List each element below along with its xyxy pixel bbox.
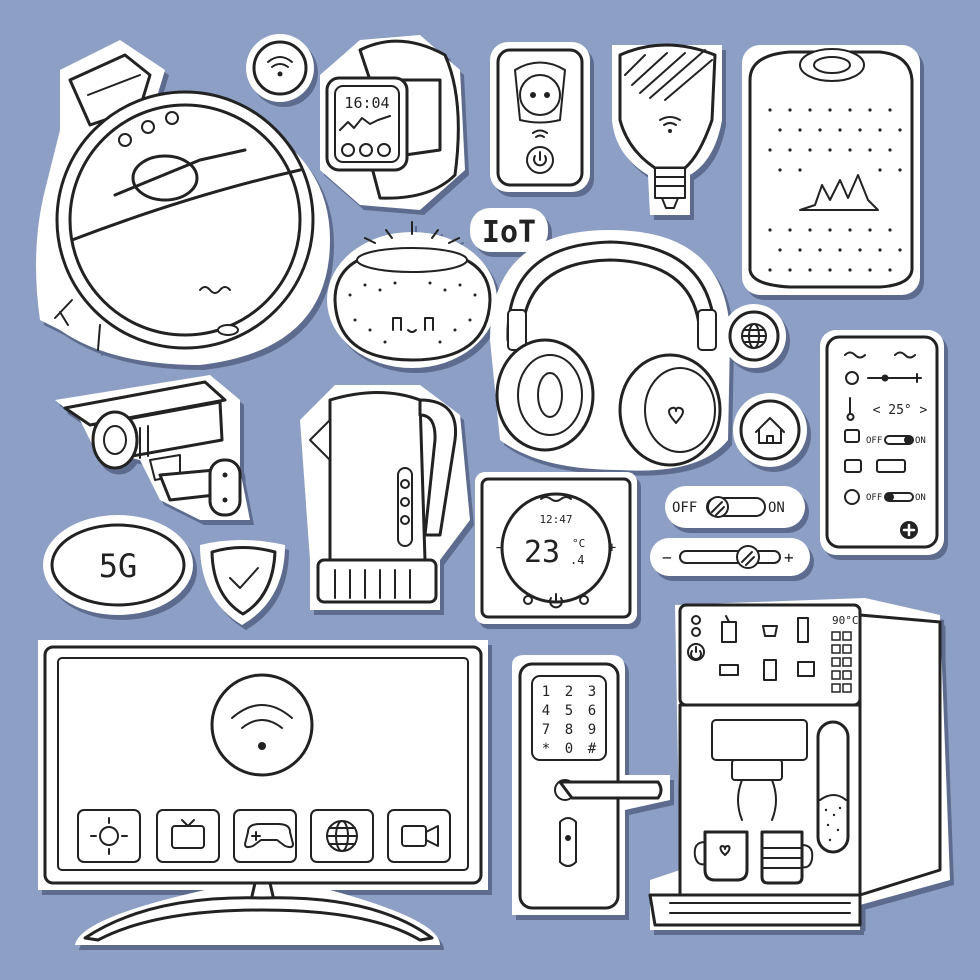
security-camera-sticker bbox=[55, 375, 250, 520]
svg-text:3: 3 bbox=[588, 684, 596, 700]
smart-tv-icon bbox=[43, 645, 483, 942]
phone-switch2-on-label: ON bbox=[915, 493, 926, 503]
watch-time: 16:04 bbox=[344, 94, 389, 112]
phone-switch-on-label: ON bbox=[915, 436, 926, 446]
slider-plus: + bbox=[784, 548, 794, 567]
tv-app-sun[interactable] bbox=[77, 809, 141, 863]
home-badge-icon bbox=[739, 399, 801, 461]
kettle-sticker bbox=[300, 385, 470, 610]
thermostat-sticker: 12:47 23 °C .4 − + bbox=[475, 472, 637, 624]
iot-label: IoT bbox=[482, 215, 536, 250]
thermostat-temp: 23 bbox=[524, 535, 560, 570]
smart-plug-sticker bbox=[490, 42, 590, 192]
tv-app-tv[interactable] bbox=[156, 809, 220, 863]
svg-text:7: 7 bbox=[542, 722, 550, 738]
toggle-switch-icon[interactable]: OFF ON bbox=[672, 496, 785, 518]
svg-text:*: * bbox=[542, 741, 550, 757]
slider-minus: − bbox=[662, 548, 672, 567]
smartphone-icon: < 25° > OFF ON OFF ON bbox=[825, 335, 939, 549]
coffee-machine-sticker: 90°C bbox=[648, 598, 950, 930]
smart-hub-sticker bbox=[327, 221, 497, 368]
phone-switch-off-label: OFF bbox=[866, 436, 882, 446]
security-camera-icon bbox=[63, 380, 242, 517]
wifi-badge-icon bbox=[252, 40, 308, 96]
thermostat-time: 12:47 bbox=[539, 513, 572, 526]
robot-vacuum-sticker bbox=[36, 40, 330, 365]
thermostat-plus[interactable]: + bbox=[608, 540, 616, 556]
tv-app-camera[interactable] bbox=[387, 809, 451, 863]
svg-text:2: 2 bbox=[565, 684, 573, 700]
smart-bulb-icon bbox=[618, 43, 717, 209]
slider-icon[interactable]: − + bbox=[662, 545, 794, 569]
phone-switch2-off-label: OFF bbox=[866, 493, 882, 503]
shield-check-icon bbox=[210, 546, 277, 616]
slider-sticker: − + bbox=[650, 538, 810, 576]
home-badge-sticker bbox=[733, 393, 807, 467]
globe-badge-sticker bbox=[722, 304, 786, 368]
smart-plug-icon bbox=[496, 48, 584, 187]
globe-badge-icon bbox=[728, 310, 780, 362]
svg-text:4: 4 bbox=[542, 703, 550, 719]
door-handle[interactable] bbox=[558, 780, 663, 800]
smart-speaker-icon bbox=[748, 48, 914, 289]
five-g-icon: 5G bbox=[50, 523, 186, 607]
smartwatch-icon: 16:04 bbox=[325, 39, 460, 200]
smartphone-sticker: < 25° > OFF ON OFF ON bbox=[820, 330, 944, 555]
five-g-label: 5G bbox=[99, 547, 138, 585]
smart-lock-sticker: 1 2 3 4 5 6 7 8 9 * 0 # bbox=[512, 655, 670, 915]
smart-speaker-sticker bbox=[742, 45, 920, 295]
kettle-icon bbox=[309, 391, 458, 604]
wifi-badge-sticker bbox=[246, 34, 314, 102]
svg-text:5: 5 bbox=[565, 703, 573, 719]
smartwatch-sticker: 16:04 bbox=[320, 35, 465, 210]
thermostat-unit: °C bbox=[572, 537, 585, 550]
iot-badge-sticker: IoT bbox=[470, 208, 548, 252]
thermostat-icon: 12:47 23 °C .4 − + bbox=[480, 477, 632, 619]
svg-text:9: 9 bbox=[588, 722, 596, 738]
keypad[interactable]: 1 2 3 4 5 6 7 8 9 * 0 # bbox=[542, 684, 597, 757]
smart-tv-sticker bbox=[38, 640, 488, 945]
toggle-off-label: OFF bbox=[672, 500, 697, 516]
smart-bulb-sticker bbox=[612, 43, 722, 215]
svg-text:0: 0 bbox=[565, 741, 573, 757]
five-g-sticker: 5G bbox=[43, 515, 193, 615]
svg-text:1: 1 bbox=[542, 684, 550, 700]
smart-hub-icon bbox=[333, 221, 492, 362]
toggle-switch-sticker: OFF ON bbox=[665, 486, 805, 528]
thermostat-decimal: .4 bbox=[570, 553, 584, 567]
headphones-sticker bbox=[490, 230, 730, 471]
smart-lock-icon: 1 2 3 4 5 6 7 8 9 * 0 # bbox=[518, 662, 663, 910]
svg-text:8: 8 bbox=[565, 722, 573, 738]
svg-text:#: # bbox=[588, 741, 597, 757]
coffee-machine-icon: 90°C bbox=[648, 603, 942, 927]
robot-vacuum-icon bbox=[54, 53, 315, 351]
thermostat-minus[interactable]: − bbox=[496, 540, 504, 556]
coffee-temp: 90°C bbox=[832, 614, 859, 627]
tv-app-gamepad[interactable] bbox=[233, 809, 297, 863]
svg-text:6: 6 bbox=[588, 703, 596, 719]
toggle-on-label: ON bbox=[768, 500, 785, 516]
shield-sticker bbox=[200, 540, 285, 625]
phone-temp-readout: < 25° > bbox=[873, 403, 928, 418]
headphones-icon bbox=[495, 240, 722, 467]
